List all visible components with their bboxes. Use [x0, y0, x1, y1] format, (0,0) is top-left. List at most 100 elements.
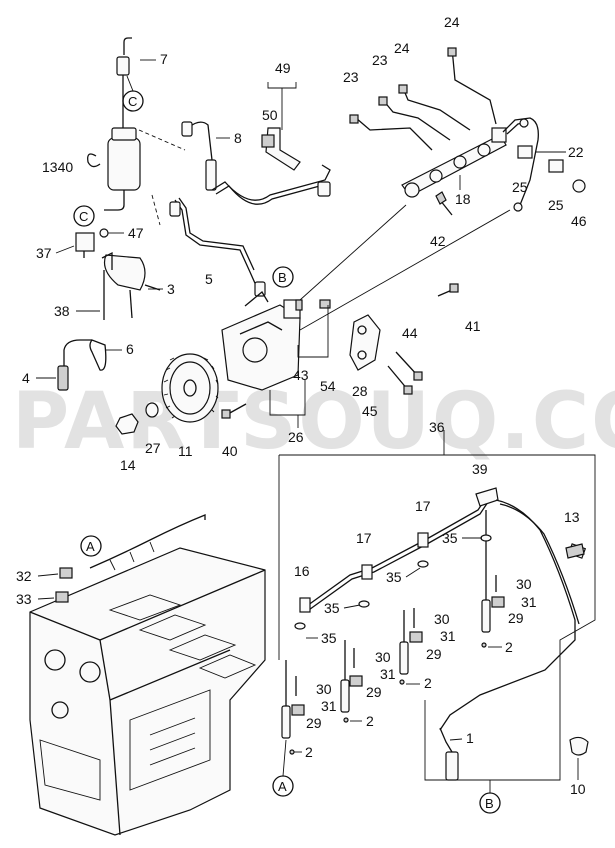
- callout-1: 1: [466, 730, 474, 746]
- callouts: 7 1340 8 49 50 23 23 24 24 22 25 25 46 1…: [16, 14, 587, 797]
- callout-42: 42: [430, 233, 446, 249]
- connector-a-engine: A: [80, 535, 102, 557]
- callout-39: 39: [472, 461, 488, 477]
- washer-27: [145, 402, 159, 418]
- callout-29c: 29: [366, 684, 382, 700]
- connector-a-bottom: A: [272, 775, 294, 797]
- callout-36: 36: [429, 419, 445, 435]
- callout-24b: 24: [444, 14, 460, 30]
- callout-35d: 35: [321, 630, 337, 646]
- callout-2b: 2: [424, 675, 432, 691]
- fuel-hose-8: [181, 121, 217, 191]
- callout-2d: 2: [305, 744, 313, 760]
- wiring-harness: [89, 514, 206, 569]
- callout-26: 26: [288, 429, 304, 445]
- callout-5: 5: [205, 271, 213, 287]
- svg-text:A: A: [278, 779, 287, 794]
- connector-b-top: B: [272, 266, 294, 288]
- filter-bracket: [101, 251, 161, 319]
- callout-31a: 31: [521, 594, 537, 610]
- callout-40: 40: [222, 443, 238, 459]
- callout-54: 54: [320, 378, 336, 394]
- callout-50: 50: [262, 107, 278, 123]
- callout-31d: 31: [321, 698, 337, 714]
- engine-block: [29, 547, 266, 836]
- callout-35a: 35: [442, 530, 458, 546]
- callout-30a: 30: [516, 576, 532, 592]
- callout-23b: 23: [372, 52, 388, 68]
- callout-31b: 31: [440, 628, 456, 644]
- connector-b-bottom: B: [479, 792, 501, 814]
- callout-30d: 30: [316, 681, 332, 697]
- callout-17a: 17: [415, 498, 431, 514]
- callout-30b: 30: [434, 611, 450, 627]
- callout-13: 13: [564, 509, 580, 525]
- callout-6: 6: [126, 341, 134, 357]
- callout-35b: 35: [386, 569, 402, 585]
- callout-2a: 2: [505, 639, 513, 655]
- callout-38: 38: [54, 303, 70, 319]
- callout-33: 33: [16, 591, 32, 607]
- callout-35c: 35: [324, 600, 340, 616]
- callout-17b: 17: [356, 530, 372, 546]
- clip-10: [569, 736, 589, 756]
- injector-1: [281, 660, 305, 755]
- callout-37: 37: [36, 245, 52, 261]
- callout-46: 46: [571, 213, 587, 229]
- callout-3: 3: [167, 281, 175, 297]
- callout-29b: 29: [426, 646, 442, 662]
- callout-32: 32: [16, 568, 32, 584]
- common-rail: [401, 127, 507, 198]
- injector-2: [340, 640, 363, 723]
- callout-29d: 29: [306, 715, 322, 731]
- callout-45: 45: [362, 403, 378, 419]
- callout-8: 8: [234, 130, 242, 146]
- fuel-filter: [87, 37, 141, 211]
- callout-7: 7: [160, 51, 168, 67]
- sensor-32: [59, 567, 73, 579]
- callout-25b: 25: [548, 197, 564, 213]
- callout-16: 16: [294, 563, 310, 579]
- callout-29a: 29: [508, 610, 524, 626]
- callout-23a: 23: [343, 69, 359, 85]
- injector-3: [399, 608, 423, 685]
- watermark-text: PARTSOUQ.COM: [12, 377, 615, 467]
- svg-text:C: C: [79, 209, 88, 224]
- connector-c-top: C: [122, 75, 144, 112]
- callout-24a: 24: [394, 40, 410, 56]
- svg-text:C: C: [128, 94, 137, 109]
- callout-41: 41: [465, 318, 481, 334]
- injector-4: [481, 510, 505, 648]
- callout-1340: 1340: [42, 159, 73, 175]
- callout-18: 18: [455, 191, 471, 207]
- callout-31c: 31: [380, 666, 396, 682]
- bracket-assembly: [261, 127, 301, 171]
- callout-47: 47: [128, 225, 144, 241]
- svg-text:B: B: [278, 270, 287, 285]
- callout-27: 27: [145, 440, 161, 456]
- sensor-37: [75, 232, 95, 252]
- callout-10: 10: [570, 781, 586, 797]
- callout-4: 4: [22, 370, 30, 386]
- callout-22: 22: [568, 144, 584, 160]
- callout-25a: 25: [512, 179, 528, 195]
- sensor-33: [55, 591, 69, 603]
- connector-c-left: C: [73, 205, 95, 227]
- injector-group-frame: [278, 430, 596, 781]
- callout-49: 49: [275, 60, 291, 76]
- nut-14: [115, 413, 139, 435]
- callout-2c: 2: [366, 713, 374, 729]
- callout-11: 11: [178, 443, 193, 459]
- svg-text:B: B: [485, 796, 494, 811]
- bolt-47: [99, 228, 109, 238]
- part-13: [565, 543, 585, 559]
- pump-pulley: [161, 353, 219, 423]
- svg-text:A: A: [86, 539, 95, 554]
- callout-44: 44: [402, 325, 418, 341]
- callout-30c: 30: [375, 649, 391, 665]
- pump-bracket: [349, 314, 381, 371]
- callout-28: 28: [352, 383, 368, 399]
- callout-43: 43: [293, 367, 309, 383]
